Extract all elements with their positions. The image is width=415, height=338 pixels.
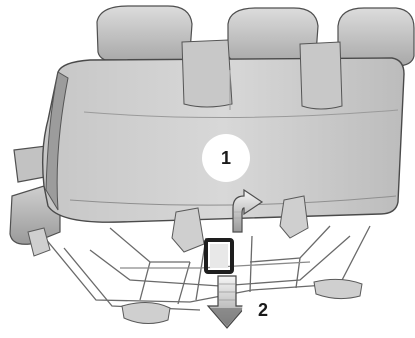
headrest-left (97, 6, 192, 62)
headrest-right (338, 8, 414, 66)
callout-1: 1 (202, 134, 250, 182)
callout-2-label: 2 (258, 300, 268, 320)
down-arrow-icon (208, 276, 246, 328)
callout-1-label: 1 (221, 148, 231, 168)
callout-2: 2 (242, 290, 282, 330)
seat-backrest (43, 40, 404, 222)
